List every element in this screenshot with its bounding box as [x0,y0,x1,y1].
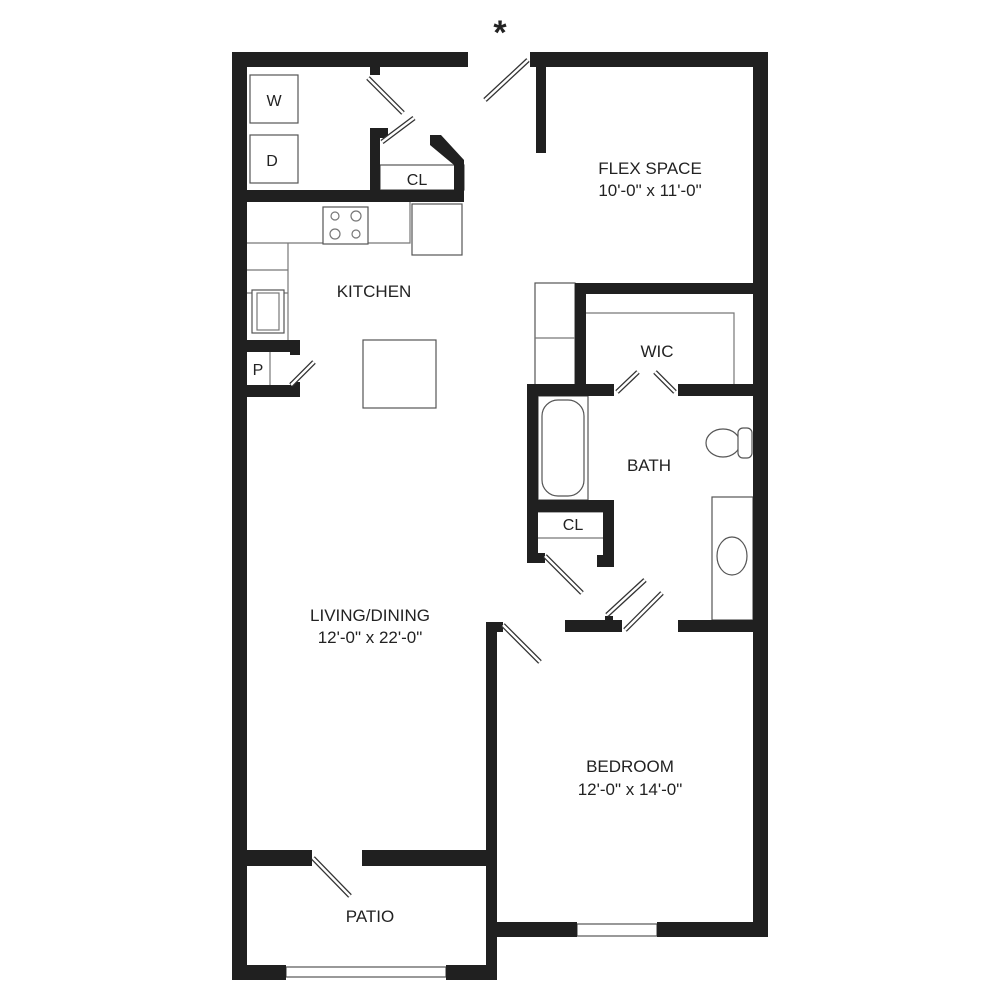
entry-marker: * [493,14,507,52]
living-dining-size: 12'-0" x 22'-0" [318,628,423,647]
kitchen-island [362,339,437,409]
wic-shelf [586,312,735,385]
bedroom-window [576,923,658,937]
bath-sink [716,536,748,576]
living-dining-name: LIVING/DINING [310,606,430,625]
kitchen-counter [247,202,411,340]
bedroom-size: 12'-0" x 14'-0" [578,780,683,799]
pantry-label: P [253,362,264,379]
walls [232,52,768,980]
patio-name: PATIO [346,907,395,926]
kitchen-name: KITCHEN [337,282,412,301]
bath-name: BATH [627,456,671,475]
dryer-label: D [266,153,278,170]
flex-space-size: 10'-0" x 11'-0" [598,181,701,200]
doors [289,58,677,898]
bedroom-name: BEDROOM [586,757,674,776]
washer [249,74,299,124]
flex-space-name: FLEX SPACE [598,159,702,178]
patio-window [285,966,447,978]
washer-label: W [266,93,282,110]
fixtures [247,74,754,621]
refrigerator [411,203,463,256]
linen-shelves [534,282,576,386]
dryer [249,134,299,184]
toilet [705,428,741,458]
wic-name: WIC [640,342,673,361]
stove [322,206,369,245]
laundry-closet-label: CL [407,172,428,189]
bath-closet-label: CL [563,517,584,534]
